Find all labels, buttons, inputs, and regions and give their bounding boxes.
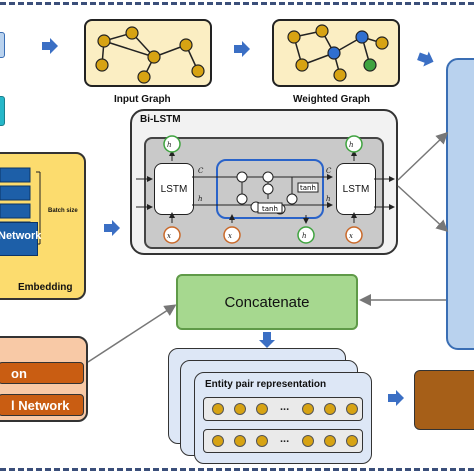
bottom-dashed-border <box>0 468 474 471</box>
right-side-panel <box>446 58 474 350</box>
embedding-network-label: Network <box>0 230 42 242</box>
lstm-right-box: LSTM <box>336 163 376 215</box>
classifier-panel: on l Network <box>0 336 88 422</box>
embedding-tensor-stack <box>0 167 41 245</box>
graph-node <box>315 24 329 38</box>
top-dashed-border <box>0 2 474 5</box>
bilstm-inner-panel: LSTM LSTM <box>144 137 384 249</box>
arrow-bilstm-to-side-bottom <box>397 185 449 233</box>
output-box <box>414 370 474 430</box>
entity-vector-row: ... <box>203 397 363 421</box>
graph-node <box>147 50 161 64</box>
input-graph-panel <box>84 19 212 87</box>
left-edge-block-teal <box>0 96 5 126</box>
input-graph-drawing <box>95 26 205 84</box>
vector-dot <box>324 435 336 447</box>
graph-node <box>191 64 205 78</box>
bilstm-panel: Bi-LSTM LSTM LSTM <box>130 109 398 255</box>
lstm-left-box: LSTM <box>154 163 194 215</box>
vector-dot <box>346 403 358 415</box>
embedding-network-block <box>0 222 38 256</box>
concatenate-box: Concatenate <box>176 274 358 330</box>
entity-vector-row: ... <box>203 429 363 453</box>
lstm-cell-box <box>216 159 324 219</box>
arrow-to-input-graph <box>42 38 58 54</box>
vector-ellipsis: ... <box>280 401 290 413</box>
embedding-panel: Network Batch size Embedding <box>0 152 86 300</box>
vector-dot <box>324 403 336 415</box>
graph-node-blue <box>327 46 341 60</box>
graph-node-blue <box>355 30 369 44</box>
entity-card-front: Entity pair representation ... ... <box>194 372 372 464</box>
classifier-button-bottom: l Network <box>0 394 84 416</box>
arrow-embedding-to-bilstm <box>104 220 120 236</box>
vector-dot <box>212 403 224 415</box>
vector-dot <box>256 403 268 415</box>
left-edge-block-top <box>0 32 5 58</box>
arrow-entity-to-output <box>388 390 404 406</box>
vector-dot <box>302 435 314 447</box>
weighted-graph-drawing <box>287 24 389 82</box>
bilstm-title: Bi-LSTM <box>140 114 181 125</box>
vector-dot <box>234 435 246 447</box>
graph-node <box>137 70 151 84</box>
graph-node <box>97 34 111 48</box>
weighted-graph-caption: Weighted Graph <box>293 94 371 105</box>
arrow-to-weighted-graph <box>234 41 250 57</box>
vector-dot <box>212 435 224 447</box>
classifier-button-top: on <box>0 362 84 384</box>
graph-node <box>125 26 139 40</box>
entity-card-title: Entity pair representation <box>205 379 327 390</box>
embedding-batch-label: Batch size <box>48 208 78 214</box>
vector-dot <box>346 435 358 447</box>
arrow-classifier-to-concat <box>87 304 177 363</box>
graph-node <box>287 30 301 44</box>
graph-node <box>179 38 193 52</box>
input-graph-caption: Input Graph <box>114 94 171 105</box>
vector-dot <box>302 403 314 415</box>
graph-node <box>295 58 309 72</box>
arrow-concat-to-entity <box>259 332 275 348</box>
vector-dot <box>234 403 246 415</box>
graph-node-green <box>363 58 377 72</box>
embedding-title: Embedding <box>18 282 73 293</box>
vector-dot <box>256 435 268 447</box>
arrow-to-side-panel <box>417 51 434 67</box>
graph-node <box>333 68 347 82</box>
arrow-bilstm-to-side-top <box>397 131 449 181</box>
graph-node <box>375 36 389 50</box>
graph-node <box>95 58 109 72</box>
vector-ellipsis: ... <box>280 433 290 445</box>
weighted-graph-panel <box>272 19 400 87</box>
